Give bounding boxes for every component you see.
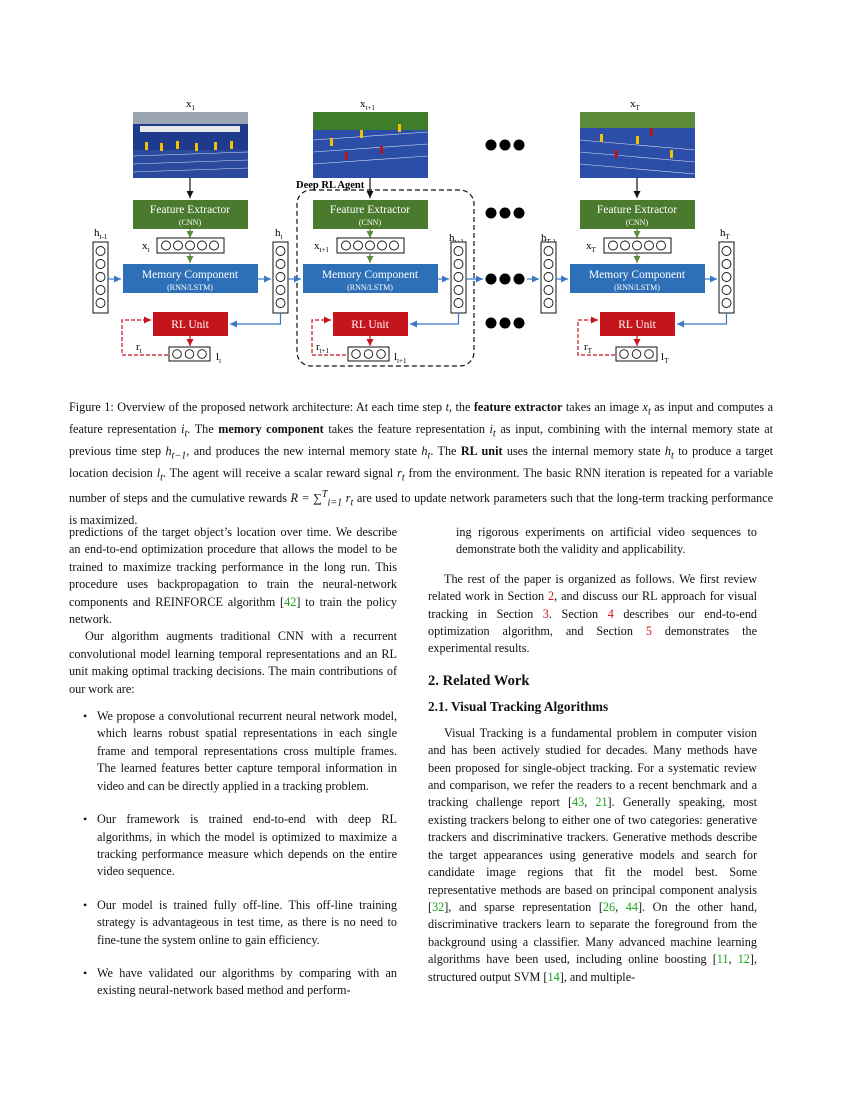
right-column: ing rigorous experiments on artificial v… bbox=[428, 524, 757, 986]
citation-link[interactable]: 21 bbox=[595, 795, 608, 810]
feature-vector-label: xt+1 bbox=[314, 240, 329, 254]
hidden-state-label: ht-1 bbox=[94, 227, 108, 241]
figure-caption: Figure 1: Overview of the proposed netwo… bbox=[69, 400, 774, 528]
video-frame-2 bbox=[312, 112, 429, 178]
location-label: lT bbox=[661, 351, 669, 365]
reward-label: rT bbox=[584, 341, 593, 355]
reward-label: rt bbox=[136, 341, 142, 355]
paragraph: Our algorithm augments traditional CNN w… bbox=[69, 629, 397, 696]
section-heading: 2. Related Work bbox=[428, 672, 530, 689]
rl-unit-label: RL Unit bbox=[171, 319, 209, 331]
section-link[interactable]: 2 bbox=[548, 589, 555, 604]
video-frame-1 bbox=[132, 112, 249, 178]
contributions-list: We propose a convolutional recurrent neu… bbox=[69, 708, 397, 1000]
location-label: lt+1 bbox=[394, 351, 407, 365]
feature-extractor-sub: (CNN) bbox=[179, 218, 202, 227]
hidden-state-next-label: hT bbox=[720, 227, 731, 241]
timestep-column-3: xT Feature Extractor (CNN) xT Memory Com… bbox=[540, 98, 735, 365]
feature-vector-label: xT bbox=[586, 240, 597, 254]
citation-link[interactable]: 14 bbox=[547, 969, 560, 984]
feature-vector-label: xt bbox=[142, 240, 150, 254]
citation-link[interactable]: 11 bbox=[716, 952, 729, 967]
input-label-x2: xt+1 bbox=[360, 98, 375, 112]
list-item-continuation: ing rigorous experiments on artificial v… bbox=[456, 525, 757, 557]
citation-link[interactable]: 32 bbox=[432, 899, 445, 914]
timestep-column-1: x1 Feature Extractor (CNN) xt Memory Com… bbox=[92, 98, 289, 365]
memory-component-label: Memory Component bbox=[142, 269, 239, 281]
left-column: predictions of the target object’s locat… bbox=[69, 524, 397, 1016]
memory-component-label: Memory Component bbox=[322, 269, 419, 281]
list-item: Our model is trained fully off-line. Thi… bbox=[69, 897, 397, 949]
feature-extractor-sub: (CNN) bbox=[626, 218, 649, 227]
deep-rl-agent-label: Deep RL Agent bbox=[296, 180, 365, 191]
section-link[interactable]: 5 bbox=[645, 624, 652, 639]
paragraph: Visual Tracking is a fundamental problem… bbox=[428, 725, 758, 984]
citation-link[interactable]: 43 bbox=[572, 795, 585, 810]
citation-link[interactable]: 12 bbox=[737, 952, 750, 967]
reward-label: rt+1 bbox=[316, 341, 330, 355]
ellipsis-dots bbox=[485, 139, 525, 329]
citation-link[interactable]: 26 bbox=[602, 899, 616, 914]
list-item: We have validated our algorithms by comp… bbox=[69, 965, 397, 1000]
architecture-figure: Deep RL Agent x1 Feature Extractor (CNN)… bbox=[92, 98, 735, 367]
input-label-x1: x1 bbox=[186, 98, 196, 112]
feature-extractor-label: Feature Extractor bbox=[330, 204, 410, 216]
section-link[interactable]: 3 bbox=[542, 606, 549, 621]
paragraph: predictions of the target object’s locat… bbox=[69, 525, 397, 627]
rl-unit-label: RL Unit bbox=[618, 319, 656, 331]
paragraph: The rest of the paper is organized as fo… bbox=[428, 571, 758, 656]
citation-link[interactable]: 44 bbox=[625, 899, 638, 914]
feature-extractor-label: Feature Extractor bbox=[150, 204, 230, 216]
memory-component-label: Memory Component bbox=[589, 269, 686, 281]
feature-extractor-label: Feature Extractor bbox=[597, 204, 677, 216]
list-item: We propose a convolutional recurrent neu… bbox=[69, 708, 397, 795]
citation-link[interactable]: 42 bbox=[284, 594, 297, 609]
memory-component-sub: (RNN/LSTM) bbox=[167, 283, 213, 292]
feature-extractor-sub: (CNN) bbox=[359, 218, 382, 227]
memory-component-sub: (RNN/LSTM) bbox=[614, 283, 660, 292]
list-item: Our framework is trained end-to-end with… bbox=[69, 811, 397, 881]
location-label: lt bbox=[216, 351, 221, 365]
hidden-state-next-label: ht bbox=[275, 227, 283, 241]
memory-component-sub: (RNN/LSTM) bbox=[347, 283, 393, 292]
subsection-heading: 2.1. Visual Tracking Algorithms bbox=[428, 698, 609, 714]
rl-unit-label: RL Unit bbox=[351, 319, 389, 331]
input-label-xT: xT bbox=[630, 98, 641, 112]
timestep-column-2: xt+1 Feature Extractor (CNN) xt+1 Memory… bbox=[288, 98, 467, 365]
section-link[interactable]: 4 bbox=[607, 606, 614, 621]
video-frame-3 bbox=[579, 112, 696, 178]
